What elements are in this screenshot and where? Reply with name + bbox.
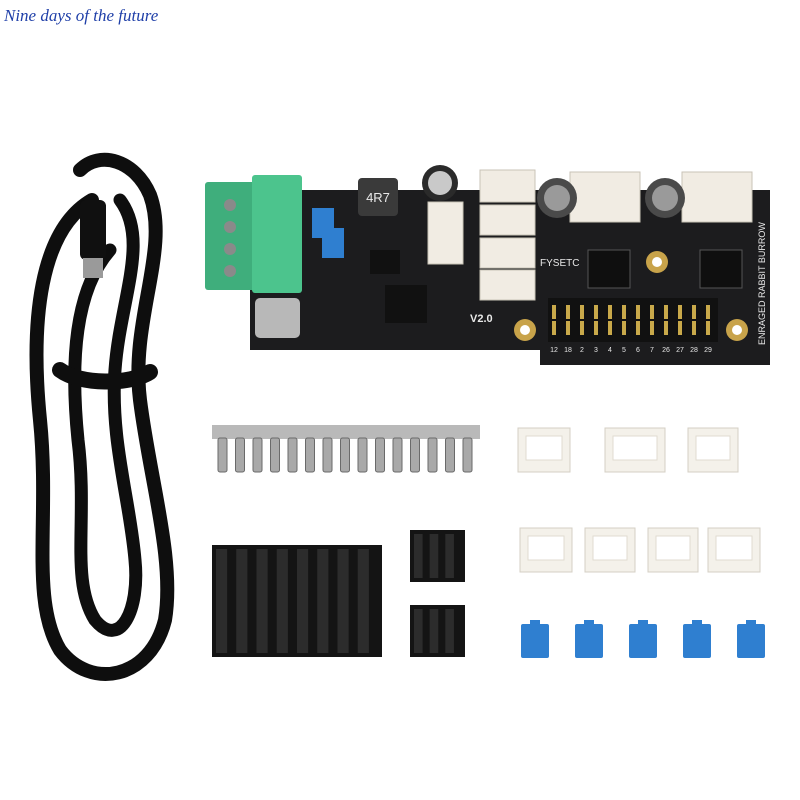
inductor-label: 4R7: [366, 190, 390, 205]
pin-label: 27: [676, 347, 684, 354]
chip: [370, 250, 400, 274]
blue-jumpers: [521, 620, 765, 658]
heatsink-large: [212, 545, 382, 657]
board-connectors: [427, 169, 753, 301]
pin-label: 5: [622, 347, 626, 354]
watermark: Nine days of the future: [4, 6, 159, 25]
usb-c-port: [255, 298, 300, 338]
mounting-hole: [732, 325, 742, 335]
capacitors: [537, 178, 685, 218]
heatsink-small: [410, 530, 465, 582]
header-pins: [548, 298, 718, 342]
connector-housings: [517, 427, 761, 573]
stepper-driver: [587, 249, 631, 289]
board-jumper: [322, 228, 344, 258]
jumper: [683, 624, 711, 658]
pin-label: 6: [636, 347, 640, 354]
pin-label: 7: [650, 347, 654, 354]
stepper-driver: [699, 249, 743, 289]
heatsink-small: [410, 605, 465, 657]
pin-label: 29: [704, 347, 712, 354]
usb-connector: [80, 200, 106, 278]
pin-label: 26: [662, 347, 670, 354]
pin-label: 3: [594, 347, 598, 354]
mounting-hole: [520, 325, 530, 335]
usb-cable: [29, 152, 175, 681]
jumper: [737, 624, 765, 658]
pcb-board: 4R7: [205, 165, 770, 365]
pin-label: 18: [564, 347, 572, 354]
pin-label: 2: [580, 347, 584, 354]
jumper: [629, 624, 657, 658]
mounting-hole: [652, 257, 662, 267]
mcu-chip: [385, 285, 427, 323]
brand-label: FYSETC: [540, 258, 579, 269]
pin-label: 28: [690, 347, 698, 354]
jumper: [575, 624, 603, 658]
pin-labels: 12 18 2 3 4 5 6 7 26 27 28 29: [550, 305, 712, 354]
version-label: V2.0: [470, 313, 493, 325]
crimp-terminal-strip: [212, 425, 480, 473]
pin-label: 4: [608, 347, 612, 354]
pin-label: 12: [550, 347, 558, 354]
jumper: [521, 624, 549, 658]
capacitor: [422, 165, 458, 201]
terminal-block: [205, 175, 302, 293]
product-name: ENRAGED RABBIT BURROW: [757, 222, 767, 345]
inductor: [358, 178, 398, 216]
